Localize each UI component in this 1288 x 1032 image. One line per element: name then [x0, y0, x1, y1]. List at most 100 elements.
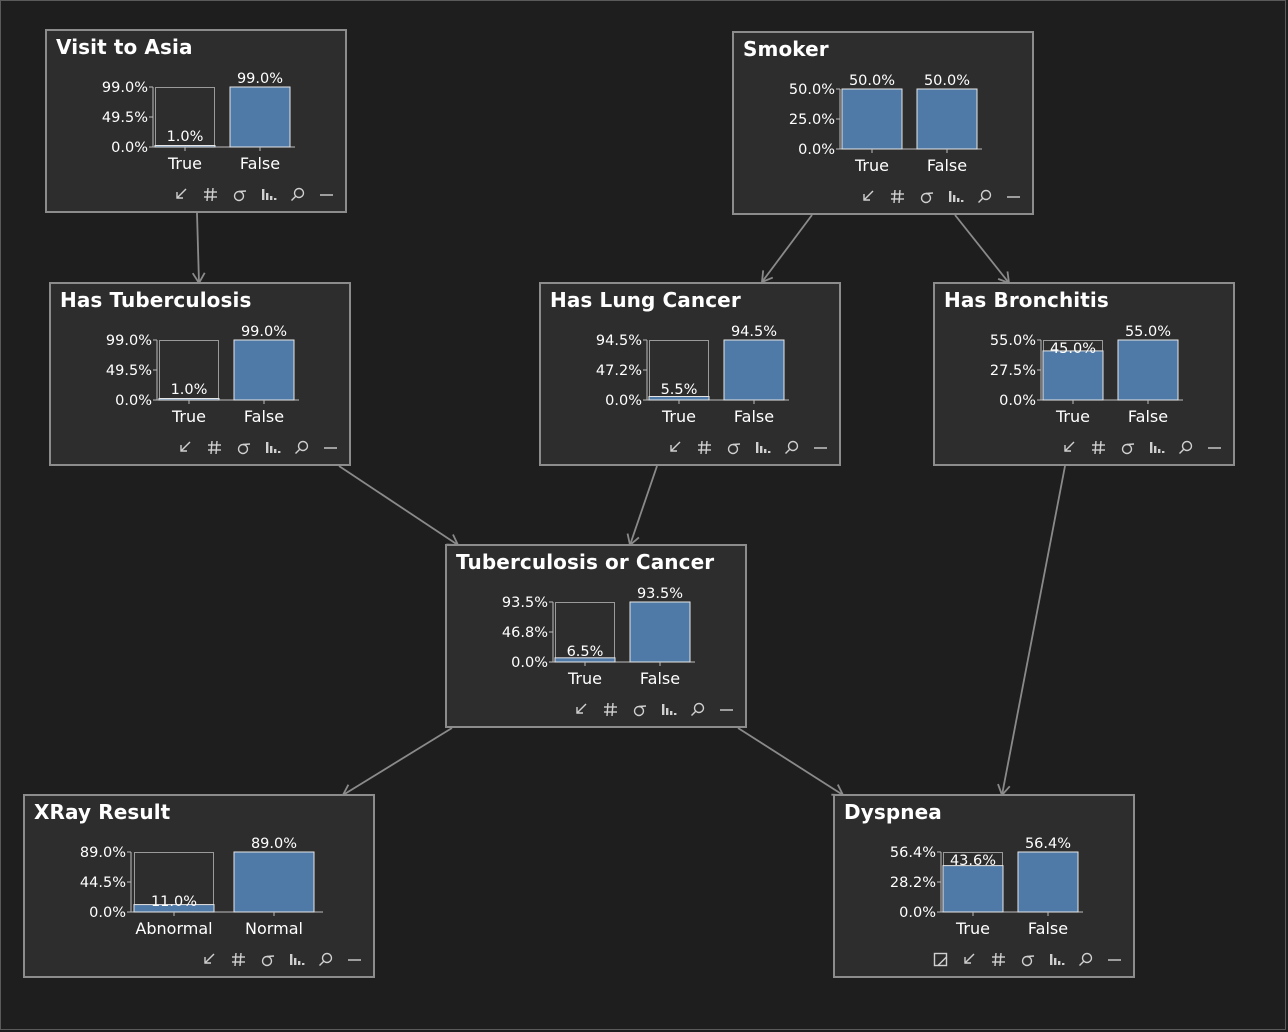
- sigma-icon[interactable]: [719, 436, 748, 458]
- bar-value-label: 55.0%: [1125, 324, 1171, 340]
- arrow-down-left-icon[interactable]: [854, 185, 883, 207]
- arrow-down-left-icon[interactable]: [167, 183, 196, 205]
- minimize-icon[interactable]: [712, 698, 741, 720]
- search-icon[interactable]: [1171, 436, 1200, 458]
- search-icon[interactable]: [683, 698, 712, 720]
- node-title: Has Bronchitis: [944, 288, 1109, 312]
- hash-icon[interactable]: [224, 948, 253, 970]
- node-title: Smoker: [743, 37, 829, 61]
- hash-icon[interactable]: [984, 948, 1013, 970]
- sigma-icon[interactable]: [229, 436, 258, 458]
- bar-false[interactable]: [229, 86, 291, 148]
- bar-false[interactable]: [233, 339, 295, 401]
- node-toolbar: [854, 185, 1028, 207]
- category-label: True: [171, 407, 206, 426]
- bar-value-label: 1.0%: [171, 382, 208, 398]
- bar-chart-icon[interactable]: [282, 948, 311, 970]
- bar-normal[interactable]: [233, 851, 315, 913]
- bar-chart-icon[interactable]: [1042, 948, 1071, 970]
- bar-true[interactable]: [1042, 350, 1104, 401]
- minimize-icon[interactable]: [316, 436, 345, 458]
- category-label: True: [167, 154, 202, 173]
- y-tick-label: 99.0%: [102, 80, 148, 96]
- category-label: True: [854, 156, 889, 175]
- search-icon[interactable]: [970, 185, 999, 207]
- bar-true[interactable]: [942, 865, 1004, 913]
- node-toolbar: [567, 698, 741, 720]
- arrow-down-left-icon[interactable]: [195, 948, 224, 970]
- minimize-icon[interactable]: [1200, 436, 1229, 458]
- minimize-icon[interactable]: [340, 948, 369, 970]
- node-toolbar: [171, 436, 345, 458]
- minimize-icon[interactable]: [1100, 948, 1129, 970]
- minimize-icon[interactable]: [312, 183, 341, 205]
- hash-icon[interactable]: [200, 436, 229, 458]
- minimize-icon[interactable]: [999, 185, 1028, 207]
- arrow-down-left-icon[interactable]: [171, 436, 200, 458]
- search-icon[interactable]: [777, 436, 806, 458]
- sigma-icon[interactable]: [225, 183, 254, 205]
- hash-icon[interactable]: [196, 183, 225, 205]
- bar-false[interactable]: [1117, 339, 1179, 401]
- minimize-icon[interactable]: [806, 436, 835, 458]
- y-tick-label: 47.2%: [596, 363, 642, 379]
- search-icon[interactable]: [1071, 948, 1100, 970]
- node-title: Dyspnea: [844, 800, 942, 824]
- hash-icon[interactable]: [596, 698, 625, 720]
- category-label: False: [244, 407, 284, 426]
- bar-chart-icon[interactable]: [748, 436, 777, 458]
- y-tick-label: 46.8%: [502, 625, 548, 641]
- bar-chart-icon[interactable]: [258, 436, 287, 458]
- hash-icon[interactable]: [1084, 436, 1113, 458]
- sigma-icon[interactable]: [912, 185, 941, 207]
- bar-false[interactable]: [629, 601, 691, 663]
- arrow-down-left-icon[interactable]: [661, 436, 690, 458]
- hash-icon[interactable]: [690, 436, 719, 458]
- arrow-down-left-icon[interactable]: [567, 698, 596, 720]
- node-toolbar: [195, 948, 369, 970]
- search-icon[interactable]: [283, 183, 312, 205]
- bar-chart-icon[interactable]: [941, 185, 970, 207]
- y-tick-label: 0.0%: [605, 393, 642, 409]
- bar-true[interactable]: [154, 145, 216, 148]
- bar-chart-icon[interactable]: [254, 183, 283, 205]
- category-label: True: [567, 669, 602, 688]
- bar-true[interactable]: [841, 88, 903, 150]
- bar-chart-icon[interactable]: [1142, 436, 1171, 458]
- sigma-icon[interactable]: [1013, 948, 1042, 970]
- sigma-icon[interactable]: [625, 698, 654, 720]
- hash-icon[interactable]: [883, 185, 912, 207]
- bar-value-label: 94.5%: [731, 324, 777, 340]
- resize-square-icon[interactable]: [926, 948, 955, 970]
- search-icon[interactable]: [311, 948, 340, 970]
- bar-value-label: 99.0%: [241, 324, 287, 340]
- category-label: Normal: [245, 919, 303, 938]
- bar-chart-icon[interactable]: [654, 698, 683, 720]
- sigma-icon[interactable]: [1113, 436, 1142, 458]
- search-icon[interactable]: [287, 436, 316, 458]
- bar-false[interactable]: [1017, 851, 1079, 913]
- bar-true[interactable]: [158, 398, 220, 401]
- arrow-down-left-icon[interactable]: [955, 948, 984, 970]
- y-tick-label: 0.0%: [798, 142, 835, 158]
- node-toolbar: [167, 183, 341, 205]
- category-label: False: [640, 669, 680, 688]
- arrow-down-left-icon[interactable]: [1055, 436, 1084, 458]
- bar-value-label: 45.0%: [1050, 341, 1096, 357]
- category-label: False: [1128, 407, 1168, 426]
- bar-value-label: 99.0%: [237, 71, 283, 87]
- bar-false[interactable]: [723, 339, 785, 401]
- bar-false[interactable]: [916, 88, 978, 150]
- category-label: Abnormal: [135, 919, 212, 938]
- sigma-icon[interactable]: [253, 948, 282, 970]
